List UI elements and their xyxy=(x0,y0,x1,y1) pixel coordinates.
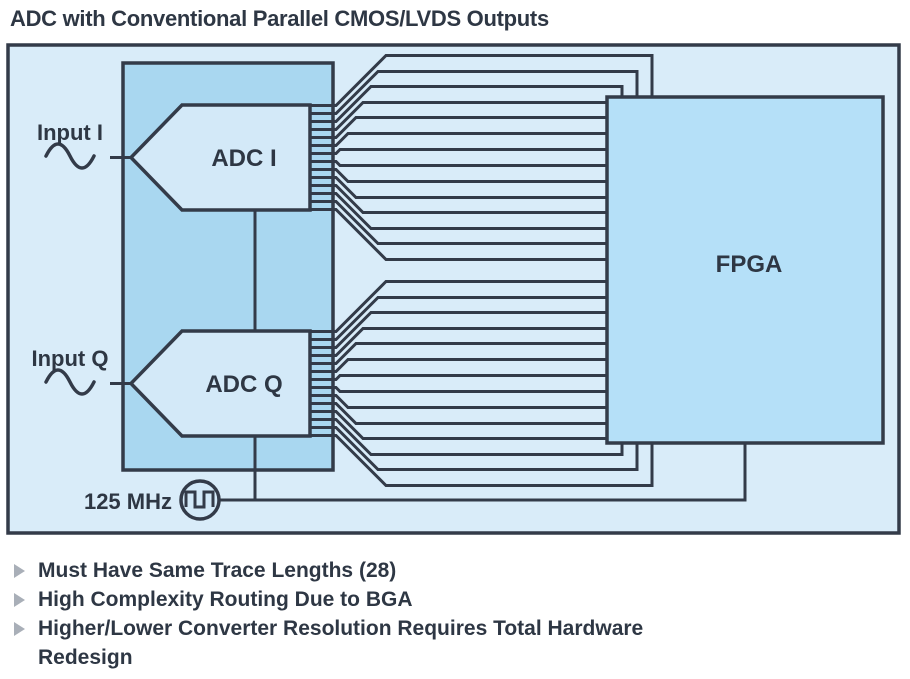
lvds-trace-i-4 xyxy=(310,101,607,131)
lvds-trace-q-13 xyxy=(310,426,639,471)
lvds-trace-i-9 xyxy=(310,168,607,183)
lvds-trace-q-11 xyxy=(310,410,607,440)
sine-wave-icon-i xyxy=(44,142,96,170)
lvds-trace-i-1 xyxy=(310,54,654,107)
square-wave-icon xyxy=(184,490,215,509)
lvds-trace-q-6 xyxy=(310,358,607,373)
lvds-trace-q-8 xyxy=(310,386,607,393)
input-i-label: Input I xyxy=(37,120,103,145)
adc-i-label: ADC I xyxy=(211,145,276,172)
lvds-trace-i-3 xyxy=(310,85,624,123)
lvds-trace-q-3 xyxy=(310,311,607,349)
lvds-trace-q-12 xyxy=(310,418,624,456)
adc-q-label: ADC Q xyxy=(205,371,282,398)
fpga-block xyxy=(605,95,885,445)
lvds-trace-i-13 xyxy=(310,200,607,245)
lvds-trace-i-2 xyxy=(310,70,639,115)
lvds-trace-i-5 xyxy=(310,116,607,139)
list-item: High Complexity Routing Due to BGA xyxy=(12,585,712,614)
lvds-trace-i-14 xyxy=(310,208,607,261)
lvds-trace-i-8 xyxy=(310,160,607,167)
lvds-trace-q-9 xyxy=(310,394,607,409)
lvds-trace-q-14 xyxy=(310,434,654,487)
lvds-trace-q-4 xyxy=(310,327,607,357)
lvds-trace-q-5 xyxy=(310,342,607,365)
bullet-triangle-icon xyxy=(14,564,25,578)
bullet-list: Must Have Same Trace Lengths (28) High C… xyxy=(12,556,712,672)
figure-title: ADC with Conventional Parallel CMOS/LVDS… xyxy=(10,6,549,31)
adc-q-block xyxy=(128,329,312,438)
clock-trace xyxy=(219,441,747,502)
lvds-trace-q-7 xyxy=(310,374,607,381)
adc-i-block xyxy=(128,103,312,212)
input-q-label: Input Q xyxy=(32,346,109,371)
bullet-triangle-icon xyxy=(14,622,25,636)
bullet-text: Higher/Lower Converter Resolution Requir… xyxy=(38,617,644,669)
bullet-triangle-icon xyxy=(14,593,25,607)
sine-wave-icon-q xyxy=(44,368,96,396)
list-item: Higher/Lower Converter Resolution Requir… xyxy=(12,614,712,672)
lvds-trace-q-1 xyxy=(310,280,607,333)
lvds-trace-i-7 xyxy=(310,148,607,155)
bullet-text: Must Have Same Trace Lengths (28) xyxy=(38,559,397,582)
lvds-trace-i-12 xyxy=(310,192,607,230)
list-item: Must Have Same Trace Lengths (28) xyxy=(12,556,712,585)
clock-label: 125 MHz xyxy=(84,489,172,514)
parallel-trace-bundle xyxy=(310,54,654,487)
bullet-text: High Complexity Routing Due to BGA xyxy=(38,588,413,611)
lvds-trace-i-11 xyxy=(310,184,607,214)
fpga-label: FPGA xyxy=(716,251,783,278)
lvds-trace-q-2 xyxy=(310,296,607,341)
lvds-trace-q-10 xyxy=(310,402,607,425)
lvds-trace-i-10 xyxy=(310,176,607,199)
lvds-trace-i-6 xyxy=(310,132,607,147)
